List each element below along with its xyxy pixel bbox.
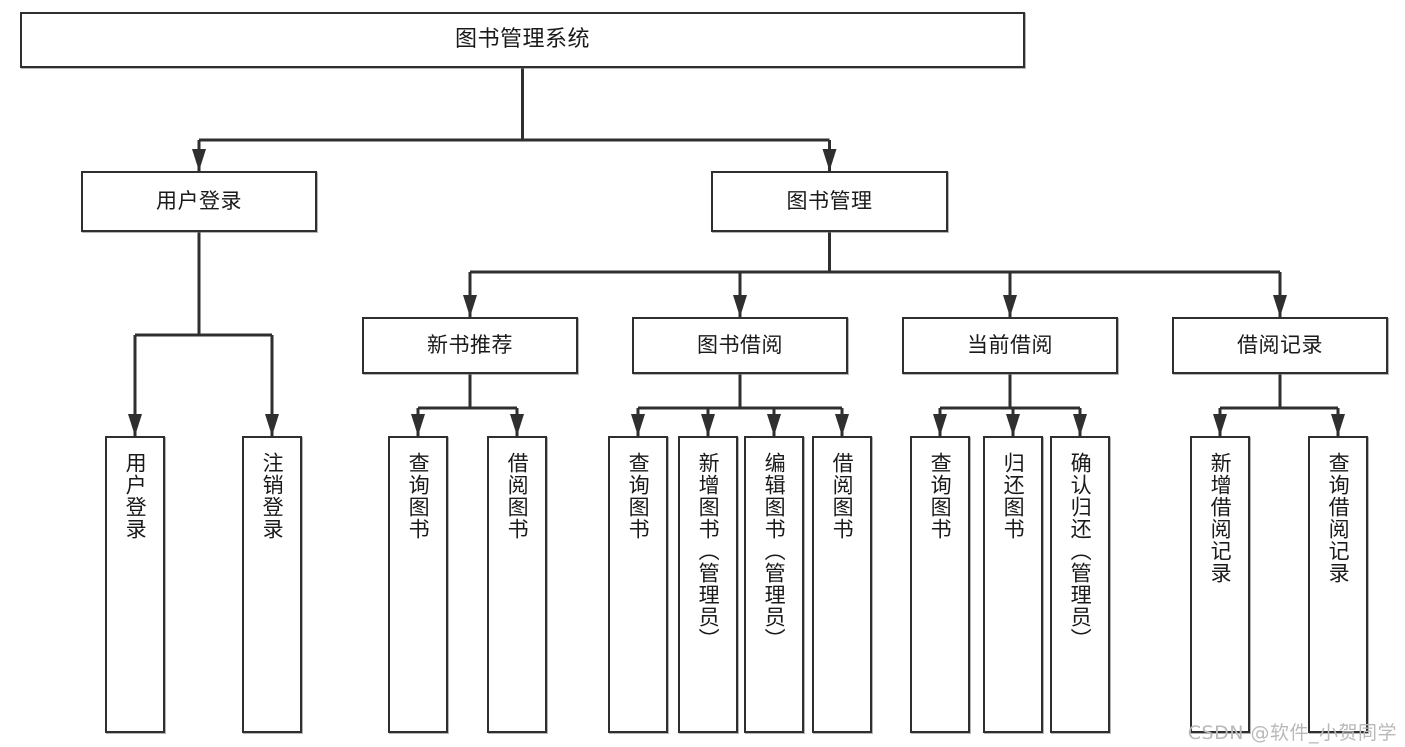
node-label: 新增借阅记录 [1208,452,1233,584]
node-leaf-cur-2[interactable]: 归还图书 [983,436,1043,733]
node-leaf-borrow-2[interactable]: 新增图书（管理员） [678,436,738,733]
node-leaf-login-2[interactable]: 注销登录 [242,436,302,733]
node-current[interactable]: 当前借阅 [902,317,1118,374]
node-label: 用户登录 [123,452,148,540]
arrowhead-icon [1273,295,1287,317]
arrowhead-icon [192,149,206,171]
node-label: 借阅记录 [1237,333,1323,358]
node-label: 图书管理 [786,189,873,214]
node-leaf-borrow-4[interactable]: 借阅图书 [812,436,872,733]
node-leaf-login-1[interactable]: 用户登录 [105,436,165,733]
arrowhead-icon [767,414,781,436]
node-label: 借阅图书 [505,452,530,540]
arrowhead-icon [411,414,425,436]
node-newbook[interactable]: 新书推荐 [362,317,578,374]
node-label: 当前借阅 [967,333,1053,358]
node-login[interactable]: 用户登录 [81,171,317,232]
node-leaf-new-1[interactable]: 查询图书 [388,436,448,733]
node-leaf-borrow-3[interactable]: 编辑图书（管理员） [744,436,804,733]
arrowhead-icon [1331,414,1345,436]
node-label: 用户登录 [156,189,242,214]
node-leaf-cur-3[interactable]: 确认归还（管理员） [1050,436,1110,733]
node-leaf-rec-1[interactable]: 新增借阅记录 [1190,436,1250,733]
node-label: 注销登录 [260,452,285,540]
arrowhead-icon [822,149,837,171]
arrowhead-icon [701,414,715,436]
node-label: 查询图书 [626,452,651,540]
node-label: 归还图书 [1001,452,1026,540]
arrowhead-icon [631,414,645,436]
arrowhead-icon [510,414,524,436]
arrowhead-icon [835,414,849,436]
arrowhead-icon [1006,414,1020,436]
arrowhead-icon [265,414,279,436]
arrowhead-icon [933,414,947,436]
arrowhead-icon [1073,414,1087,436]
node-label: 查询图书 [406,452,431,540]
arrowhead-icon [463,295,477,317]
node-label: 新增图书（管理员） [696,452,721,650]
arrowhead-icon [128,414,142,436]
node-root[interactable]: 图书管理系统 [20,12,1025,68]
node-label: 新书推荐 [427,333,513,358]
node-records[interactable]: 借阅记录 [1172,317,1388,374]
arrowhead-icon [733,295,747,317]
node-label: 编辑图书（管理员） [762,452,787,650]
node-leaf-borrow-1[interactable]: 查询图书 [608,436,668,733]
node-leaf-cur-1[interactable]: 查询图书 [910,436,970,733]
node-bookmgmt[interactable]: 图书管理 [711,171,948,232]
arrowhead-icon [1213,414,1227,436]
node-label: 确认归还（管理员） [1068,452,1093,650]
node-label: 查询借阅记录 [1326,452,1351,584]
node-label: 查询图书 [928,452,953,540]
node-borrow[interactable]: 图书借阅 [632,317,848,374]
node-label: 图书管理系统 [454,27,590,53]
node-leaf-new-2[interactable]: 借阅图书 [487,436,547,733]
node-label: 图书借阅 [697,333,783,358]
node-label: 借阅图书 [830,452,855,540]
node-leaf-rec-2[interactable]: 查询借阅记录 [1308,436,1368,733]
arrowhead-icon [1003,295,1017,317]
